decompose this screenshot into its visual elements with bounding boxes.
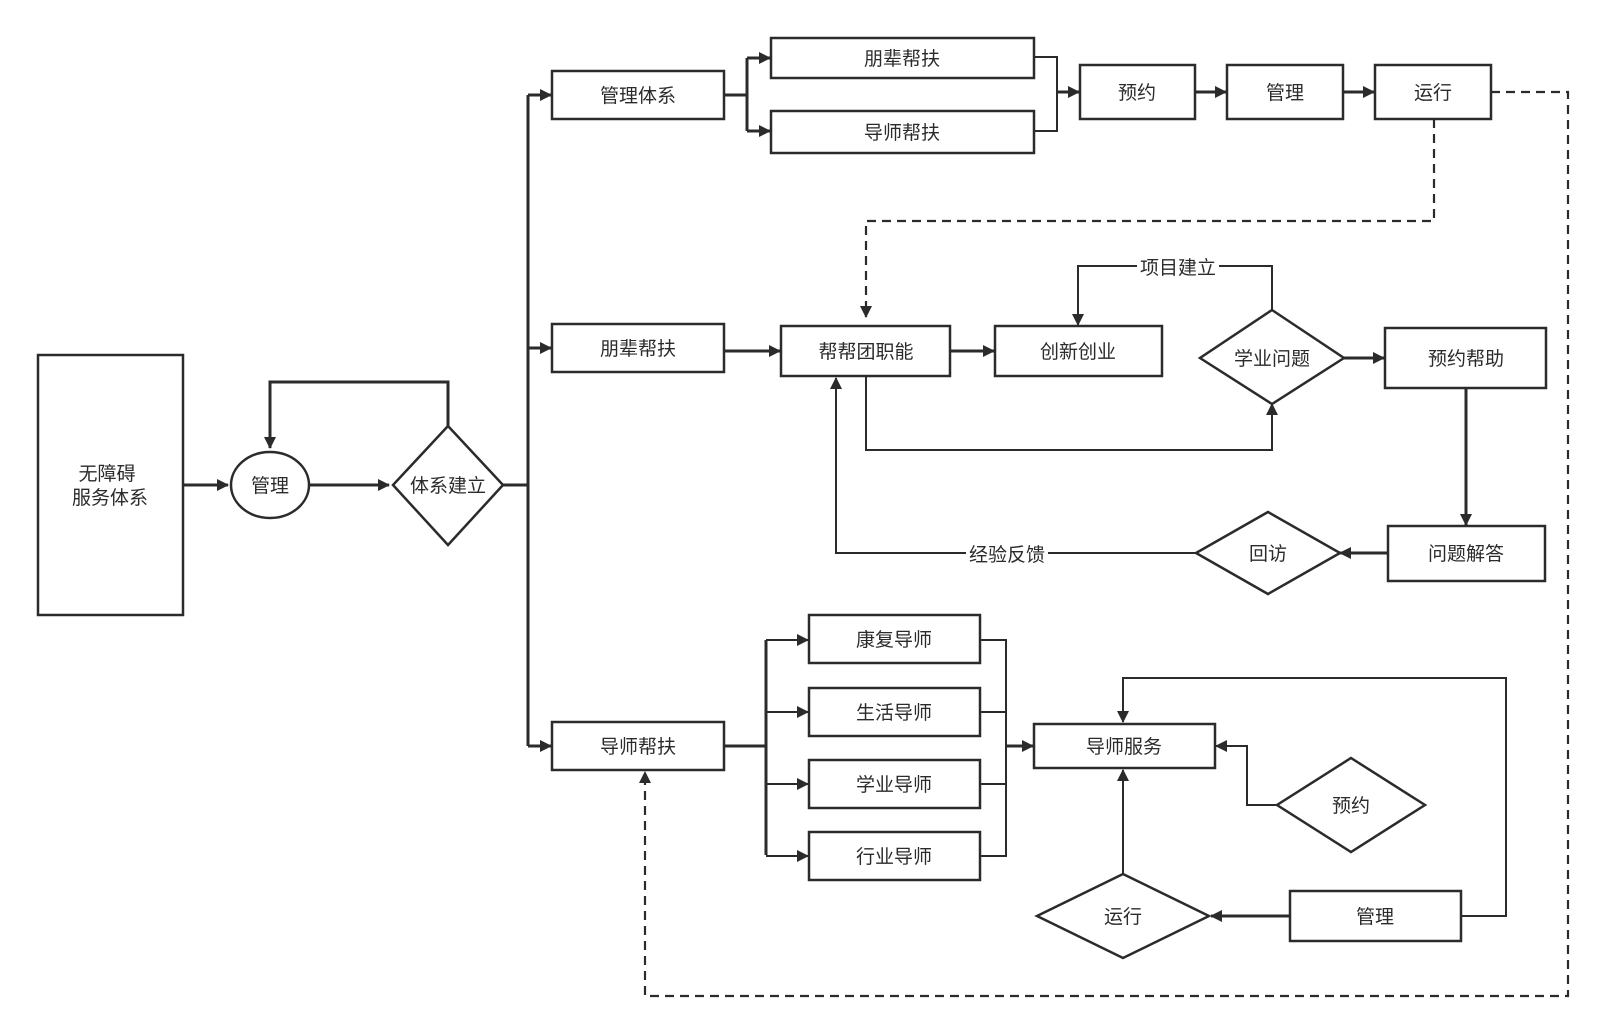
edge-system-build-loop (264, 380, 450, 449)
node-mentor-help-top[interactable]: 导师帮扶 (769, 109, 1036, 155)
node-system-build-label: 体系建立 (410, 475, 486, 497)
node-academic-mentor-label: 学业导师 (856, 774, 932, 796)
node-reserve-bottom[interactable]: 预约 (1274, 756, 1428, 854)
experience-feedback-label: 经验反馈 (969, 544, 1045, 566)
node-manage-bottom[interactable]: 管理 (1288, 889, 1463, 943)
node-qa[interactable]: 问题解答 (1386, 524, 1547, 583)
node-revisit-label: 回访 (1249, 543, 1287, 565)
node-mgmt-system[interactable]: 管理体系 (550, 69, 726, 121)
nodes: 无障碍 服务体系 管理 体系建立 管理体系 朋辈帮扶 导师帮扶 (36, 36, 1548, 960)
edge-revisit-to-help-group (830, 377, 1196, 554)
node-academic-mentor[interactable]: 学业导师 (807, 758, 982, 810)
node-mentor-service[interactable]: 导师服务 (1032, 722, 1217, 770)
edge-mentors-merge (980, 639, 1007, 857)
edge-mgmt-system-split (724, 58, 749, 131)
edge-run-top-to-help-group (860, 119, 1436, 318)
node-root-line-2: 服务体系 (72, 487, 148, 509)
node-peer-help-mid[interactable]: 朋辈帮扶 (550, 322, 726, 374)
node-academic-issue-label: 学业问题 (1234, 348, 1310, 370)
node-root[interactable]: 无障碍 服务体系 (36, 353, 185, 617)
node-root-label: 无障碍 服务体系 (72, 463, 148, 509)
node-run-top-label: 运行 (1414, 82, 1452, 104)
node-manage-circle-label: 管理 (251, 475, 289, 497)
node-rehab-mentor[interactable]: 康复导师 (807, 613, 982, 665)
node-reserve-help[interactable]: 预约帮助 (1383, 326, 1548, 390)
edge-help-group-to-academic (865, 376, 1278, 451)
edge-manage-bottom-to-service (1117, 677, 1507, 917)
node-mgmt-system-label: 管理体系 (600, 85, 676, 107)
node-peer-help-mid-label: 朋辈帮扶 (600, 338, 676, 360)
node-mentor-help-bottom-label: 导师帮扶 (600, 736, 676, 758)
node-revisit[interactable]: 回访 (1193, 510, 1343, 596)
node-reserve-help-label: 预约帮助 (1428, 348, 1504, 370)
project-setup-label-bg (1137, 254, 1219, 278)
node-manage-circle[interactable]: 管理 (229, 450, 311, 520)
node-industry-mentor[interactable]: 行业导师 (807, 830, 982, 882)
node-mentor-help-bottom[interactable]: 导师帮扶 (550, 720, 726, 772)
edges (180, 52, 1570, 998)
node-reserve-top-label: 预约 (1118, 82, 1156, 104)
node-manage-top[interactable]: 管理 (1225, 63, 1345, 121)
node-run-bottom-label: 运行 (1104, 906, 1142, 928)
node-run-bottom[interactable]: 运行 (1034, 872, 1212, 960)
node-reserve-top[interactable]: 预约 (1078, 63, 1197, 121)
node-peer-help-top[interactable]: 朋辈帮扶 (769, 36, 1036, 80)
node-help-group[interactable]: 帮帮团职能 (779, 324, 952, 378)
edge-reserve-bottom-to-service (1215, 740, 1277, 806)
edge-mentor-bottom-split (724, 640, 768, 855)
node-manage-bottom-label: 管理 (1356, 906, 1394, 928)
node-mentor-help-top-label: 导师帮扶 (864, 122, 940, 144)
node-manage-top-label: 管理 (1266, 82, 1304, 104)
node-system-build[interactable]: 体系建立 (391, 424, 505, 547)
node-innovation[interactable]: 创新创业 (993, 324, 1164, 378)
edge-run-top-to-mentor-bottom (639, 90, 1570, 998)
node-industry-mentor-label: 行业导师 (856, 846, 932, 868)
node-academic-issue[interactable]: 学业问题 (1197, 308, 1347, 406)
node-life-mentor-label: 生活导师 (856, 702, 932, 724)
node-root-line-1: 无障碍 (78, 463, 135, 485)
node-rehab-mentor-label: 康复导师 (856, 629, 932, 651)
node-life-mentor[interactable]: 生活导师 (807, 686, 982, 738)
node-reserve-bottom-label: 预约 (1332, 795, 1370, 817)
experience-feedback-label-bg (966, 541, 1048, 565)
project-setup-label: 项目建立 (1140, 257, 1216, 279)
node-qa-label: 问题解答 (1428, 543, 1504, 565)
node-help-group-label: 帮帮团职能 (818, 341, 913, 363)
node-innovation-label: 创新创业 (1040, 341, 1116, 363)
node-run-top[interactable]: 运行 (1373, 63, 1493, 121)
edge-labels: 项目建立 经验反馈 (966, 254, 1219, 566)
node-peer-help-top-label: 朋辈帮扶 (864, 48, 940, 70)
node-mentor-service-label: 导师服务 (1086, 736, 1162, 758)
edge-peer-top-merge (1034, 56, 1058, 132)
